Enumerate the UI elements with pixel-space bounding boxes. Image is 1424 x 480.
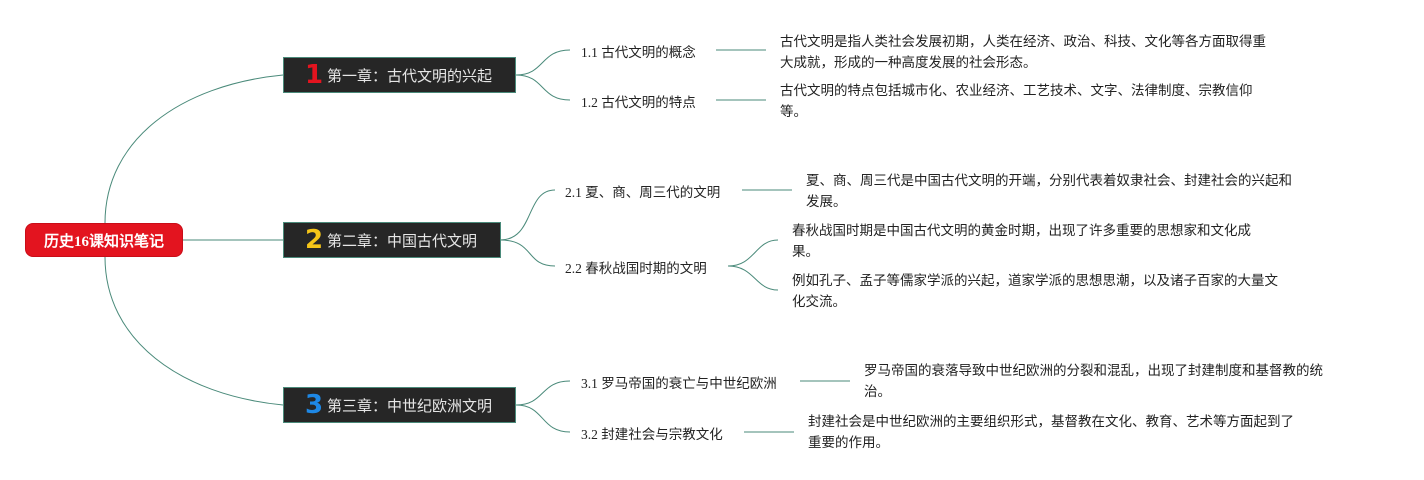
topic-2-1[interactable]: 2.1 夏、商、周三代的文明	[565, 185, 721, 200]
chapter-1-label: 第一章：古代文明的兴起	[327, 66, 493, 85]
link-ch1-s2	[515, 74, 571, 101]
topic-3-2[interactable]: 3.2 封建社会与宗教文化	[581, 427, 723, 442]
chapter-2-node[interactable]: 2 第二章：中国古代文明	[283, 222, 501, 258]
link-s22-leaf1	[727, 239, 779, 267]
link-ch1-s1	[515, 49, 571, 76]
topic-1-2[interactable]: 1.2 古代文明的特点	[581, 95, 696, 110]
link-ch2-s2	[499, 239, 556, 267]
chapter-2-label: 第二章：中国古代文明	[327, 231, 478, 250]
note-3-1: 罗马帝国的衰落导致中世纪欧洲的分裂和混乱，出现了封建制度和基督教的统治。	[864, 363, 1323, 400]
number-3-badge: 3	[304, 390, 324, 420]
link-ch2-s1	[499, 189, 556, 241]
number-1-badge: 1	[304, 60, 324, 90]
note-3-2: 封建社会是中世纪欧洲的主要组织形式，基督教在文化、教育、艺术等方面起到了重要的作…	[808, 414, 1294, 451]
topic-1-1[interactable]: 1.1 古代文明的概念	[581, 45, 696, 60]
note-2-2b: 例如孔子、孟子等儒家学派的兴起，道家学派的思想思潮，以及诸子百家的大量文化交流。	[792, 273, 1278, 310]
note-1-2: 古代文明的特点包括城市化、农业经济、工艺技术、文字、法律制度、宗教信仰等。	[780, 83, 1253, 120]
link-s22-leaf2	[727, 265, 779, 291]
topic-2-2[interactable]: 2.2 春秋战国时期的文明	[565, 261, 707, 276]
link-ch3-s1	[515, 380, 571, 406]
link-ch3-s2	[515, 404, 571, 433]
link-root-ch1	[104, 74, 284, 224]
chapter-3-label: 第三章：中世纪欧洲文明	[327, 396, 493, 415]
topic-3-1[interactable]: 3.1 罗马帝国的衰亡与中世纪欧洲	[581, 376, 777, 391]
root-label: 历史16课知识笔记	[43, 233, 164, 250]
root-node[interactable]: 历史16课知识笔记	[25, 223, 183, 257]
note-1-1: 古代文明是指人类社会发展初期，人类在经济、政治、科技、文化等各方面取得重大成就，…	[780, 34, 1266, 71]
chapter-3-node[interactable]: 3 第三章：中世纪欧洲文明	[283, 387, 516, 423]
link-root-ch3	[104, 256, 284, 406]
note-2-2a: 春秋战国时期是中国古代文明的黄金时期，出现了许多重要的思想家和文化成果。	[792, 223, 1251, 260]
note-2-1: 夏、商、周三代是中国古代文明的开端，分别代表着奴隶社会、封建社会的兴起和发展。	[806, 173, 1292, 210]
number-2-badge: 2	[304, 225, 324, 255]
chapter-1-node[interactable]: 1 第一章：古代文明的兴起	[283, 57, 516, 93]
